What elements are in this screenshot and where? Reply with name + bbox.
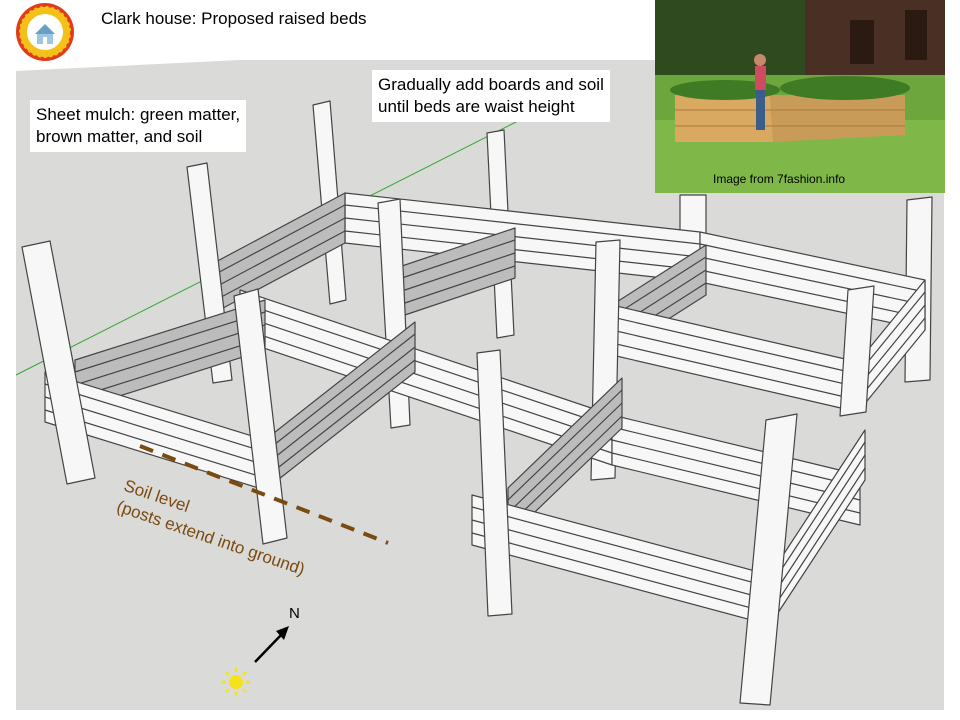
front-right-bed xyxy=(471,377,866,626)
left-bed-front xyxy=(44,299,416,491)
front-posts xyxy=(21,240,798,706)
north-arrow-icon xyxy=(254,626,289,663)
right-bed-walls xyxy=(611,244,926,413)
north-label: N xyxy=(289,605,300,622)
raised-bed-photo: Image from 7fashion.info xyxy=(655,0,945,193)
page-title: Clark house: Proposed raised beds xyxy=(101,9,367,28)
sheet-mulch-note: Sheet mulch: green matter, brown matter,… xyxy=(30,100,247,152)
soil-level-line xyxy=(139,444,389,545)
gradual-add-line-1: Gradually add boards and soil xyxy=(378,75,604,94)
photo-credit: Image from 7fashion.info xyxy=(713,172,846,186)
raised-bed-frames xyxy=(21,100,933,706)
sheet-mulch-line-2: brown matter, and soil xyxy=(36,127,203,146)
left-divider-wall xyxy=(389,227,516,321)
gradual-add-line-2: until beds are waist height xyxy=(378,97,575,116)
photo-illustration xyxy=(655,0,945,193)
gradual-add-note: Gradually add boards and soil until beds… xyxy=(372,70,610,122)
sheet-mulch-line-1: Sheet mulch: green matter, xyxy=(36,105,241,124)
sunflower-house-logo xyxy=(16,3,74,61)
sun-icon xyxy=(222,668,250,696)
